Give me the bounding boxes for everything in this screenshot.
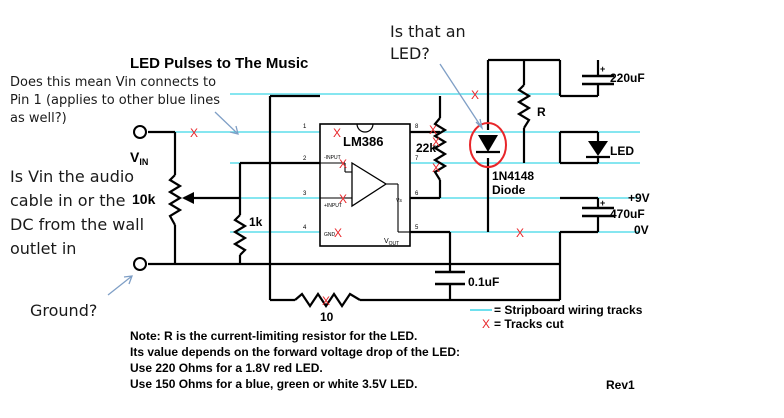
pin-7: 7 [415, 156, 419, 162]
diode-highlight-circle [469, 122, 507, 168]
question-audio-line2: cable in or the [10, 191, 126, 210]
pin-minus-input: -INPUT [324, 155, 341, 161]
resistor-r [516, 84, 532, 129]
cut-mark: X [432, 135, 440, 149]
label-1k: 1k [249, 215, 263, 229]
revision: Rev1 [606, 378, 635, 392]
pin-3: 3 [303, 191, 307, 197]
question-vin-line2: Pin 1 (applies to other blue lines [10, 93, 220, 108]
cut-mark: X [429, 123, 437, 137]
question-ground: Ground? [30, 301, 97, 320]
opamp-triangle [351, 161, 388, 208]
legend-wiring: = Stripboard wiring tracks [494, 303, 643, 317]
pin-plus-input: +INPUT [324, 203, 342, 209]
chip-inner-wires [320, 162, 410, 233]
question-audio-line1: Is Vin the audio [10, 167, 134, 186]
note-line-1: Note: R is the current-limiting resistor… [130, 329, 417, 343]
diagram-title: LED Pulses to The Music [130, 55, 308, 72]
label-01uf: 0.1uF [468, 275, 499, 289]
cut-mark: X [322, 294, 330, 308]
pin-6: 6 [415, 191, 419, 197]
label-470uf-plus: + [600, 198, 605, 208]
legend-cut-symbol: X [482, 317, 490, 331]
question-vin-line3: as well?) [10, 111, 67, 126]
resistor-22k [432, 117, 448, 181]
label-470uf: 470uF [610, 207, 645, 221]
chip-notch [356, 123, 374, 133]
note-line-4: Use 150 Ohms for a blue, green or white … [130, 377, 417, 391]
cut-mark: X [333, 126, 341, 140]
question-audio-line3: DC from the wall [10, 215, 144, 234]
label-lm386: LM386 [343, 134, 383, 149]
note-line-3: Use 220 Ohms for a 1.8V red LED. [130, 361, 323, 375]
pin-1: 1 [303, 124, 307, 130]
note-line-2: Its value depends on the forward voltage… [130, 345, 460, 359]
label-0v: 0V [634, 223, 649, 237]
label-diode-line2: Diode [492, 183, 526, 197]
diode-1n4148 [478, 135, 498, 152]
cut-mark: X [339, 157, 347, 171]
label-led: LED [610, 144, 634, 158]
label-220uf: 220uF [610, 71, 645, 85]
label-plus-9v: +9V [628, 191, 650, 205]
cut-mark: X [516, 226, 524, 240]
pot-wiper-arrow [182, 192, 194, 204]
cut-mark: X [432, 161, 440, 175]
ground-terminal [133, 257, 147, 271]
pin-vs: Vs [396, 198, 402, 204]
question-arrows [107, 63, 484, 296]
label-220uf-plus: + [600, 64, 605, 74]
label-pot-10k: 10k [132, 191, 156, 207]
pin-5: 5 [415, 225, 419, 231]
resistor-1k [232, 214, 248, 256]
circuit-wires [148, 58, 600, 302]
label-diode-line1: 1N4148 [492, 169, 534, 183]
cut-mark: X [339, 192, 347, 206]
question-led-line1: Is that an [390, 22, 466, 41]
label-22k: 22k [416, 141, 436, 155]
track-cuts: X X X X X X X X X X X [190, 88, 524, 308]
cut-mark: X [471, 88, 479, 102]
pin-4: 4 [303, 225, 307, 231]
pot-10k-resistor [167, 174, 183, 226]
label-r: R [537, 105, 546, 119]
question-led-line2: LED? [390, 44, 430, 63]
cut-mark: X [334, 226, 342, 240]
vin-terminal [133, 125, 147, 139]
question-vin-line1: Does this mean Vin connects to [10, 75, 216, 90]
label-10-ohm: 10 [320, 310, 334, 324]
pin-gnd: GND [324, 232, 336, 238]
resistor-10 [294, 292, 361, 308]
led-symbol [588, 141, 608, 156]
pin-2: 2 [303, 156, 307, 162]
legend-cut: = Tracks cut [494, 317, 564, 331]
label-vout: VOUT [384, 238, 399, 247]
question-audio-line4: outlet in [10, 239, 76, 258]
label-vin: VIN [130, 149, 148, 167]
cut-mark: X [190, 126, 198, 140]
pin-8: 8 [415, 124, 419, 130]
